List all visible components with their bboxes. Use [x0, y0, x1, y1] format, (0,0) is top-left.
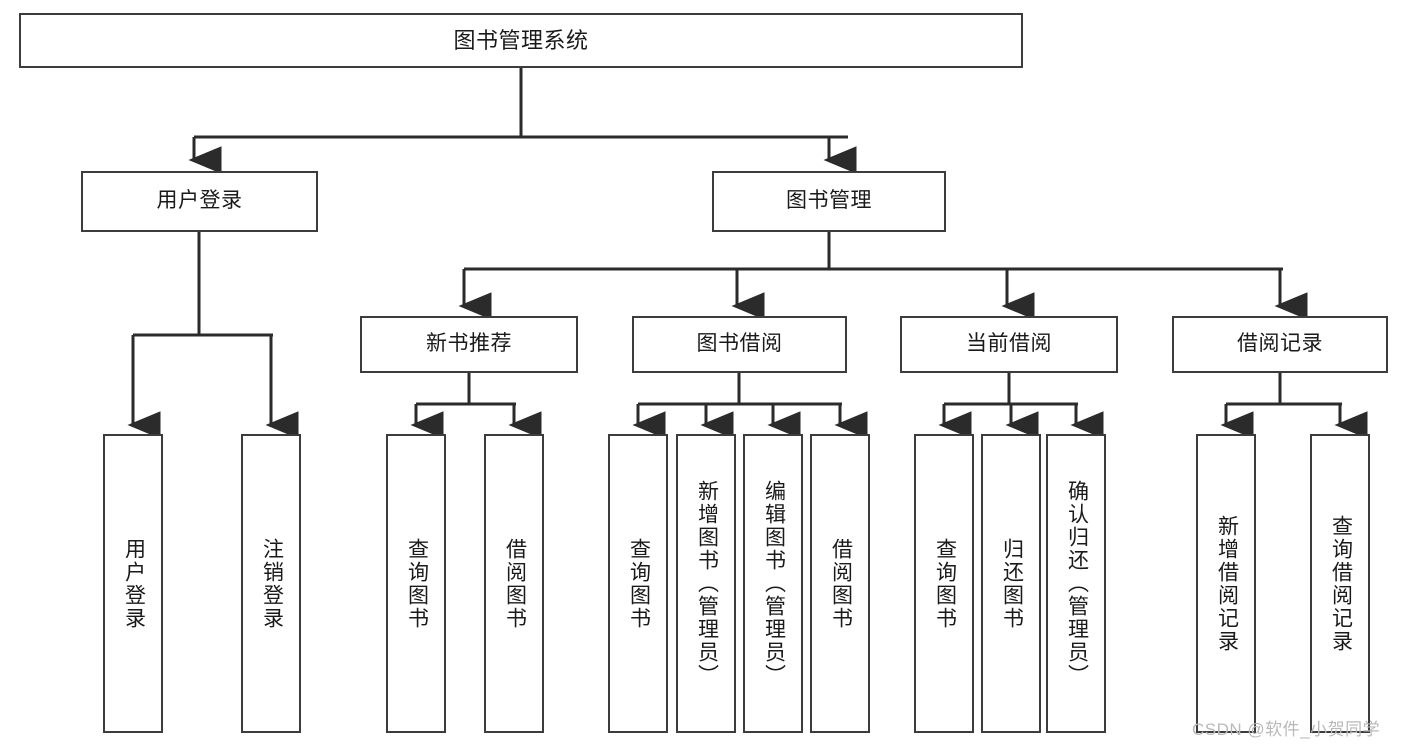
- node-label: 图书借阅: [696, 332, 783, 356]
- node-label: 查询图书: [627, 537, 651, 630]
- node-label: 新增借阅记录: [1215, 514, 1239, 653]
- node-label: 确认归还（管理员）: [1065, 480, 1089, 687]
- node-label: 查询借阅记录: [1329, 514, 1353, 653]
- watermark-csdn: CSDN @软件_小贺同学: [1192, 720, 1381, 739]
- node-label: 图书管理系统: [453, 27, 589, 53]
- node-label: 借阅记录: [1237, 332, 1323, 356]
- leaf-user-login[interactable]: 用户登录: [103, 434, 163, 733]
- node-label: 借阅图书: [829, 537, 853, 630]
- node-label: 归还图书: [1000, 537, 1024, 630]
- node-label: 借阅图书: [503, 537, 527, 630]
- node-new-book-recommend[interactable]: 新书推荐: [360, 316, 578, 373]
- node-label: 查询图书: [405, 537, 429, 630]
- node-label: 新增图书（管理员）: [695, 480, 719, 687]
- leaf-query-borrow-record[interactable]: 查询借阅记录: [1310, 434, 1370, 733]
- node-book-management[interactable]: 图书管理: [712, 171, 946, 232]
- node-label: 当前借阅: [966, 332, 1052, 356]
- node-label: 图书管理: [786, 189, 872, 213]
- leaf-borrow-book-recommend[interactable]: 借阅图书: [484, 434, 544, 733]
- node-label: 用户登录: [122, 537, 146, 630]
- node-user-login[interactable]: 用户登录: [81, 171, 318, 232]
- leaf-query-book-current[interactable]: 查询图书: [914, 434, 974, 733]
- leaf-logout[interactable]: 注销登录: [241, 434, 301, 733]
- node-root-book-management-system[interactable]: 图书管理系统: [19, 13, 1023, 68]
- node-borrow-record[interactable]: 借阅记录: [1172, 316, 1388, 373]
- node-label: 用户登录: [156, 189, 243, 213]
- node-label: 编辑图书（管理员）: [762, 480, 786, 687]
- node-current-borrow[interactable]: 当前借阅: [900, 316, 1118, 373]
- node-label: 查询图书: [933, 537, 957, 630]
- leaf-return-book[interactable]: 归还图书: [981, 434, 1041, 733]
- leaf-query-book-borrow[interactable]: 查询图书: [608, 434, 668, 733]
- leaf-add-book-admin[interactable]: 新增图书（管理员）: [676, 434, 736, 733]
- leaf-edit-book-admin[interactable]: 编辑图书（管理员）: [743, 434, 803, 733]
- node-label: 新书推荐: [426, 332, 512, 356]
- leaf-borrow-book[interactable]: 借阅图书: [810, 434, 870, 733]
- leaf-query-book-recommend[interactable]: 查询图书: [386, 434, 446, 733]
- leaf-confirm-return-admin[interactable]: 确认归还（管理员）: [1046, 434, 1106, 733]
- node-label: 注销登录: [260, 537, 284, 630]
- node-book-borrow[interactable]: 图书借阅: [632, 316, 847, 373]
- leaf-add-borrow-record[interactable]: 新增借阅记录: [1196, 434, 1256, 733]
